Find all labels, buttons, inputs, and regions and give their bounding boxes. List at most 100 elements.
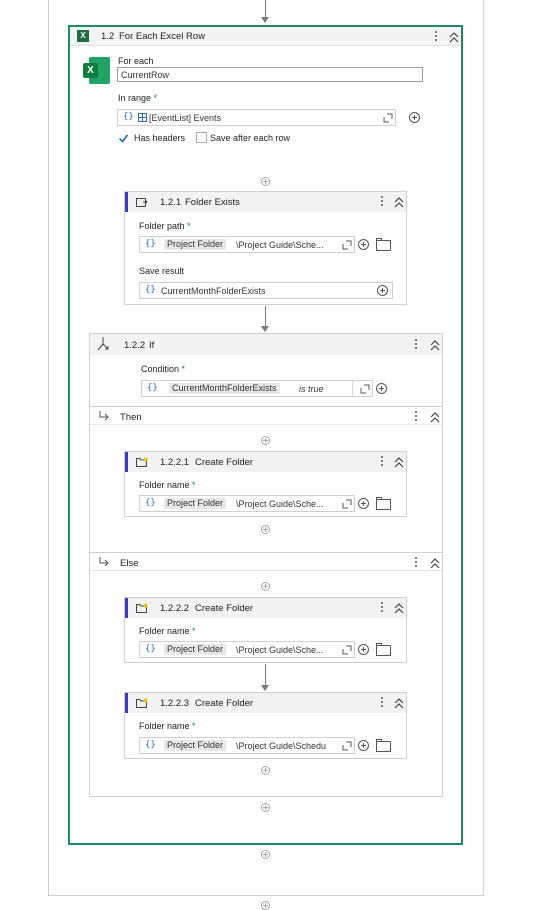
create-folder-header[interactable]: 1.2.2.1 Create Folder <box>125 452 406 472</box>
path-text: \Project Guide\Sche... <box>236 499 324 509</box>
add-icon[interactable] <box>377 285 388 296</box>
create-folder-activity[interactable]: 1.2.2.1 Create Folder Folder name * {} P… <box>124 451 407 517</box>
kebab-icon[interactable] <box>415 557 418 569</box>
collapse-icon[interactable] <box>430 411 440 423</box>
activity-number: 1.2.2.1 <box>160 457 190 468</box>
kebab-icon[interactable] <box>381 602 384 614</box>
then-label: Then <box>120 412 142 423</box>
folder-name-field[interactable]: {} Project Folder \Project Guide\Sche... <box>139 495 355 512</box>
table-icon <box>138 113 147 122</box>
add-icon[interactable] <box>358 239 369 250</box>
kebab-icon[interactable] <box>381 196 384 208</box>
browse-folder-icon[interactable] <box>376 497 391 510</box>
kebab-icon[interactable] <box>415 411 418 423</box>
has-headers-checkbox[interactable] <box>118 133 129 144</box>
else-label: Else <box>120 558 139 569</box>
path-text: \Project Guide\Sche... <box>236 645 324 655</box>
collapse-icon[interactable] <box>430 557 440 569</box>
save-result-field[interactable]: {} CurrentMonthFolderExists <box>139 282 393 299</box>
expand-field-icon[interactable] <box>342 240 352 250</box>
add-icon[interactable] <box>358 498 369 509</box>
expand-field-icon[interactable] <box>342 741 352 751</box>
activity-title: Folder Exists <box>185 197 240 208</box>
activity-number: 1.2 <box>101 31 115 42</box>
browse-folder-icon[interactable] <box>376 238 391 251</box>
in-range-value: [EventList] Events <box>149 113 222 123</box>
expression-icon: {} <box>147 383 158 393</box>
folder-path-label: Folder path * <box>139 221 191 231</box>
create-folder-activity[interactable]: 1.2.2.3 Create Folder Folder name * {} P… <box>124 692 407 759</box>
expression-icon: {} <box>145 498 156 508</box>
kebab-icon[interactable] <box>435 31 438 43</box>
path-text: \Project Guide\Schedu <box>236 741 327 751</box>
save-each-row-label: Save after each row <box>210 133 291 143</box>
path-variable-pill: Project Folder <box>164 740 227 751</box>
folder-path-field[interactable]: {} Project Folder \Project Guide\Sche... <box>139 236 355 253</box>
expand-field-icon[interactable] <box>342 645 352 655</box>
else-section-header[interactable]: Else <box>90 552 442 571</box>
branch-arrow-icon <box>99 411 109 421</box>
folder-name-field[interactable]: {} Project Folder \Project Guide\Schedu <box>139 737 355 754</box>
expression-icon: {} <box>145 239 156 249</box>
create-folder-header[interactable]: 1.2.2.3 Create Folder <box>125 693 406 713</box>
add-icon[interactable] <box>376 383 387 394</box>
add-activity-button[interactable] <box>261 582 270 591</box>
add-activity-button[interactable] <box>261 525 270 534</box>
add-activity-button[interactable] <box>261 850 270 859</box>
has-headers-label: Has headers <box>134 133 186 143</box>
condition-field[interactable]: {} CurrentMonthFolderExists is true <box>141 380 373 397</box>
kebab-icon[interactable] <box>415 339 418 351</box>
collapse-icon[interactable] <box>394 602 404 614</box>
in-range-label: In range * <box>118 93 158 103</box>
add-activity-button[interactable] <box>261 766 270 775</box>
folder-exists-header[interactable]: 1.2.1 Folder Exists <box>125 192 406 212</box>
create-folder-header[interactable]: 1.2.2.2 Create Folder <box>125 598 406 618</box>
folder-name-label: Folder name * <box>139 626 196 636</box>
excel-icon: X <box>77 30 89 42</box>
save-each-row-checkbox[interactable] <box>196 132 207 143</box>
add-icon[interactable] <box>358 644 369 655</box>
activity-number: 1.2.2.2 <box>160 603 190 614</box>
add-activity-button[interactable] <box>261 803 270 812</box>
for-each-input[interactable]: CurrentRow <box>117 67 423 82</box>
for-each-header[interactable]: X 1.2 For Each Excel Row <box>70 27 461 46</box>
then-section-header[interactable]: Then <box>90 406 442 425</box>
add-icon[interactable] <box>409 112 420 123</box>
folder-name-field[interactable]: {} Project Folder \Project Guide\Sche... <box>139 641 355 658</box>
path-variable-pill: Project Folder <box>164 498 227 509</box>
folder-icon <box>136 603 148 613</box>
if-header[interactable]: 1.2.2 If <box>90 334 442 355</box>
kebab-icon[interactable] <box>381 456 384 468</box>
connector-arrow <box>261 326 269 332</box>
collapse-icon[interactable] <box>394 697 404 709</box>
kebab-icon[interactable] <box>381 697 384 709</box>
folder-exists-activity[interactable]: 1.2.1 Folder Exists Folder path * {} Pro… <box>124 191 407 305</box>
add-activity-button[interactable] <box>261 436 270 445</box>
top-connector-arrow <box>261 17 269 23</box>
folder-exists-icon <box>136 198 148 207</box>
branch-arrow-icon <box>99 557 109 567</box>
save-result-label: Save result <box>139 266 185 276</box>
collapse-icon[interactable] <box>394 456 404 468</box>
browse-folder-icon[interactable] <box>376 643 391 656</box>
for-each-label: For each <box>118 56 154 66</box>
collapse-icon[interactable] <box>394 196 404 208</box>
if-branch-icon <box>97 337 109 351</box>
create-folder-activity[interactable]: 1.2.2.2 Create Folder Folder name * {} P… <box>124 597 407 663</box>
expand-field-icon[interactable] <box>342 499 352 509</box>
activity-title: Create Folder <box>195 457 254 468</box>
expand-field-icon[interactable] <box>383 113 393 123</box>
collapse-icon[interactable] <box>449 31 459 43</box>
in-range-field[interactable]: {} [EventList] Events <box>117 109 396 126</box>
connector-arrow <box>261 685 269 691</box>
browse-folder-icon[interactable] <box>376 739 391 752</box>
save-result-value: CurrentMonthFolderExists <box>161 286 266 296</box>
add-icon[interactable] <box>358 740 369 751</box>
checkbox-icon <box>118 134 129 143</box>
add-activity-button[interactable] <box>261 177 270 186</box>
path-variable-pill: Project Folder <box>164 644 227 655</box>
folder-icon <box>136 457 148 467</box>
add-activity-button[interactable] <box>261 901 270 910</box>
expand-field-icon[interactable] <box>360 384 370 394</box>
collapse-icon[interactable] <box>430 339 440 351</box>
